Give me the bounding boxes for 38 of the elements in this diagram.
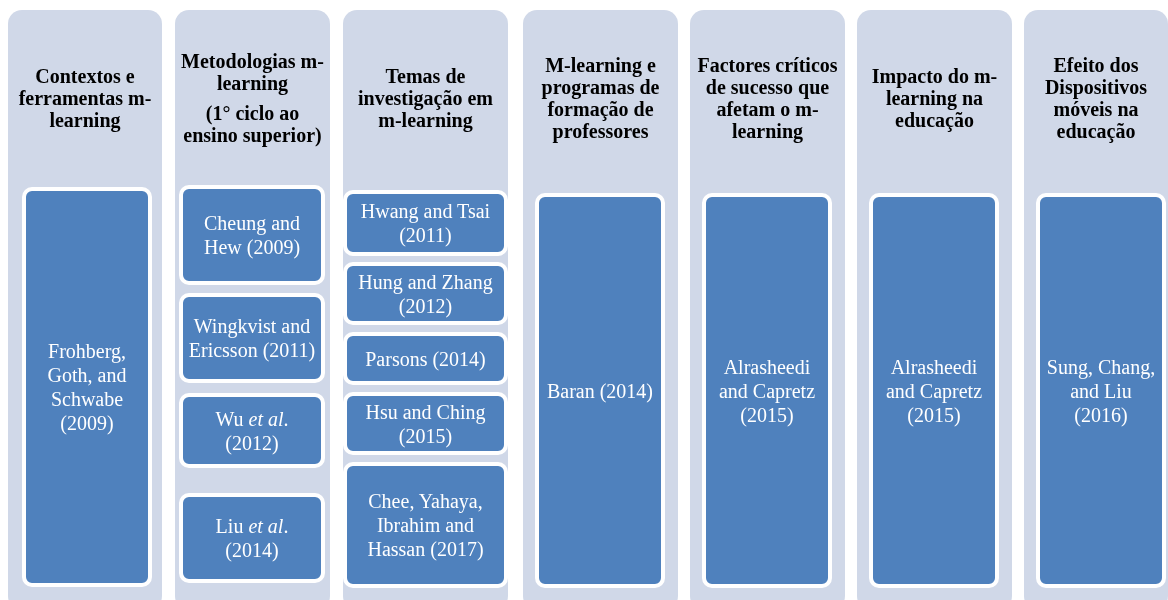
reference-text: Parsons (2014) <box>364 346 487 371</box>
column-panel <box>175 10 330 600</box>
reference-text: Hwang and Tsai (2011) <box>359 199 492 247</box>
reference-text: Baran (2014) <box>545 378 655 403</box>
reference-text: Alrasheedi and Capretz (2015) <box>717 354 817 427</box>
reference-text: Hung and Zhang (2012) <box>357 269 494 318</box>
reference-text: Liu et al. (2014) <box>214 514 290 562</box>
column-heading: M-learning e programas de formação de professores <box>540 54 661 142</box>
reference-text: Hsu and Ching (2015) <box>364 399 487 448</box>
column-heading: Contextos e ferramentas m-learning <box>17 65 153 131</box>
column-panel <box>343 10 508 600</box>
reference-text: Alrasheedi and Capretz (2015) <box>884 354 984 427</box>
reference-text: Chee, Yahaya, Ibrahim and Hassan (2017) <box>366 489 485 561</box>
reference-box <box>179 185 325 285</box>
column-heading: Factores críticos de sucesso que afetam o m-learning <box>696 54 839 142</box>
column-heading: Impacto do m-learning na educação <box>870 65 999 131</box>
column-panel <box>690 10 845 600</box>
reference-box <box>869 193 999 588</box>
reference-box <box>1036 193 1166 588</box>
reference-text: Wingkvist and Ericsson (2011) <box>187 314 317 362</box>
reference-box <box>535 193 665 588</box>
reference-text: Sung, Chang, and Liu (2016) <box>1045 354 1157 427</box>
reference-box <box>179 293 325 383</box>
reference-box <box>179 393 325 468</box>
column-panel <box>857 10 1012 600</box>
column-heading: Metodologias m-learning <box>180 50 325 94</box>
column-heading: Efeito dos Dispositivos móveis na educação <box>1043 54 1149 142</box>
column-heading: Temas de investigação em m-learning <box>357 65 494 131</box>
reference-text: Wu et al. (2012) <box>214 406 290 455</box>
reference-box <box>22 187 152 587</box>
reference-box <box>702 193 832 588</box>
reference-text: Cheung and Hew (2009) <box>202 211 302 259</box>
reference-box <box>179 493 325 583</box>
column-panel <box>8 10 162 600</box>
column-heading: (1° ciclo ao ensino superior) <box>182 102 323 146</box>
reference-text: Frohberg, Goth, and Schwabe (2009) <box>46 339 128 435</box>
column-panel <box>1024 10 1168 600</box>
column-panel <box>523 10 678 600</box>
